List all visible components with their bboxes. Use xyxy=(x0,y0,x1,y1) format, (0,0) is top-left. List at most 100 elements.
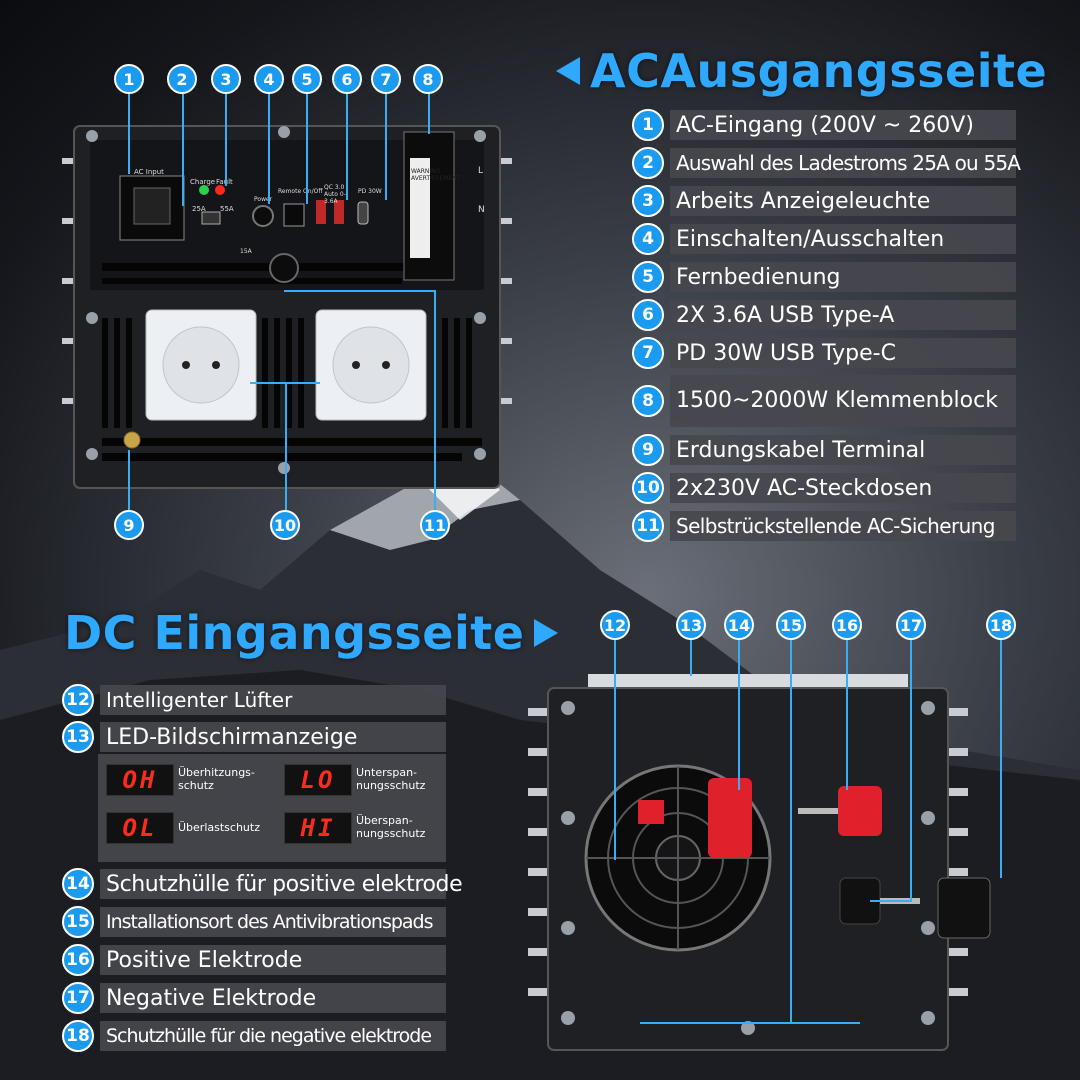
device-label-qc: QC 3.0 Auto 0-3.6A xyxy=(324,184,346,205)
item-number-badge: 7 xyxy=(632,337,664,369)
ac-item-3: 3 Arbeits Anzeigeleuchte xyxy=(632,185,1016,217)
device-label-charge: Charge xyxy=(190,178,216,186)
item-number-badge: 16 xyxy=(62,944,94,976)
callout-3: 3 xyxy=(211,64,241,94)
ac-item-6: 6 2X 3.6A USB Type-A xyxy=(632,299,1016,331)
callout-9: 9 xyxy=(114,510,144,540)
item-label: Schutzhülle für positive elektrode xyxy=(100,869,463,899)
item-label: 2X 3.6A USB Type-A xyxy=(670,300,1016,330)
item-number-badge: 18 xyxy=(62,1020,94,1052)
callout-18: 18 xyxy=(986,610,1016,640)
callout-7: 7 xyxy=(371,64,401,94)
item-label: Installationsort des Antivibrationspads xyxy=(100,907,446,937)
device-label-ac-input: AC Input xyxy=(134,168,164,176)
device-label-power: Power xyxy=(254,196,273,203)
led-display-lo: LO xyxy=(284,764,352,796)
callout-2: 2 xyxy=(167,64,197,94)
led-code-panel: OH Überhitzungs-schutz LO Unterspan-nung… xyxy=(98,754,446,862)
item-number-badge: 9 xyxy=(632,434,664,466)
callout-16: 16 xyxy=(832,610,862,640)
dc-item-12: 12 Intelligenter Lüfter xyxy=(62,684,446,716)
callout-10: 10 xyxy=(270,510,300,540)
item-label: AC-Eingang (200V ~ 260V) xyxy=(670,110,1016,140)
item-number-badge: 1 xyxy=(632,109,664,141)
callout-5: 5 xyxy=(292,64,322,94)
item-number-badge: 4 xyxy=(632,223,664,255)
ac-item-7: 7 PD 30W USB Type-C xyxy=(632,337,1016,369)
device-label-remote: Remote On/Off xyxy=(278,188,323,195)
item-number-badge: 17 xyxy=(62,982,94,1014)
ac-item-4: 4 Einschalten/Ausschalten xyxy=(632,223,1016,255)
item-number-badge: 3 xyxy=(632,185,664,217)
item-number-badge: 11 xyxy=(632,510,664,542)
item-label: LED-Bildschirmanzeige xyxy=(100,722,446,752)
item-label: Negative Elektrode xyxy=(100,983,446,1013)
item-label: Schutzhülle für die negative elektrode xyxy=(100,1021,446,1051)
device-label-warning: WARNING AVERTISSEMENT xyxy=(411,168,460,182)
device-label-55a: 55A xyxy=(220,205,234,213)
ac-item-8: 8 1500~2000W Klemmenblock xyxy=(632,375,1016,427)
dc-item-15: 15 Installationsort des Antivibrationspa… xyxy=(62,906,446,938)
dc-item-14: 14 Schutzhülle für positive elektrode xyxy=(62,868,463,900)
ac-item-11: 11 Selbstrückstellende AC-Sicherung xyxy=(632,510,1016,542)
ac-item-9: 9 Erdungskabel Terminal xyxy=(632,434,1016,466)
ac-heading-text: ACAusgangsseite xyxy=(590,44,1048,98)
item-label: Erdungskabel Terminal xyxy=(670,435,1016,465)
item-number-badge: 14 xyxy=(62,868,94,900)
item-number-badge: 10 xyxy=(632,472,664,504)
led-code-description: Überspan-nungsschutz xyxy=(356,814,426,840)
callout-13: 13 xyxy=(676,610,706,640)
ac-item-10: 10 2x230V AC-Steckdosen xyxy=(632,472,1016,504)
device-label-pd: PD 30W xyxy=(358,188,382,195)
led-display-oh: OH xyxy=(106,764,174,796)
dc-item-16: 16 Positive Elektrode xyxy=(62,944,446,976)
item-number-badge: 12 xyxy=(62,684,94,716)
callout-4: 4 xyxy=(254,64,284,94)
inverter-ac-side xyxy=(62,125,512,489)
callout-11: 11 xyxy=(420,510,450,540)
item-label: Positive Elektrode xyxy=(100,945,446,975)
device-label-l: L xyxy=(478,166,484,176)
led-display-hi: HI xyxy=(284,812,352,844)
callout-17: 17 xyxy=(896,610,926,640)
item-label: Intelligenter Lüfter xyxy=(100,685,446,715)
device-label-n: N xyxy=(478,205,485,215)
callout-8: 8 xyxy=(413,64,443,94)
device-label-fuse: 15A xyxy=(240,248,252,255)
led-code-description: Überlastschutz xyxy=(178,821,260,834)
callout-15: 15 xyxy=(776,610,806,640)
led-code-description: Unterspan-nungsschutz xyxy=(356,766,426,792)
item-number-badge: 6 xyxy=(632,299,664,331)
dc-item-13: 13 LED-Bildschirmanzeige xyxy=(62,721,446,753)
item-label: Fernbedienung xyxy=(670,262,1016,292)
item-label: 1500~2000W Klemmenblock xyxy=(670,375,1016,427)
led-code-description: Überhitzungs-schutz xyxy=(178,766,255,792)
item-label: Selbstrückstellende AC-Sicherung xyxy=(670,511,1016,541)
item-number-badge: 2 xyxy=(632,147,664,179)
callout-6: 6 xyxy=(332,64,362,94)
ac-item-1: 1 AC-Eingang (200V ~ 260V) xyxy=(632,109,1016,141)
arrow-left-icon xyxy=(556,57,580,85)
led-display-ol: OL xyxy=(106,812,174,844)
callout-14: 14 xyxy=(724,610,754,640)
item-label: PD 30W USB Type-C xyxy=(670,338,1016,368)
item-number-badge: 13 xyxy=(62,721,94,753)
device-label-25a: 25A xyxy=(192,205,206,213)
dc-item-17: 17 Negative Elektrode xyxy=(62,982,446,1014)
dc-item-18: 18 Schutzhülle für die negative elektrod… xyxy=(62,1020,446,1052)
ac-item-5: 5 Fernbedienung xyxy=(632,261,1016,293)
callout-1: 1 xyxy=(114,64,144,94)
item-label: Auswahl des Ladestroms 25A ou 55A xyxy=(670,148,1021,178)
item-number-badge: 5 xyxy=(632,261,664,293)
ac-section-heading: ACAusgangsseite xyxy=(556,44,1047,98)
item-number-badge: 8 xyxy=(632,385,664,417)
item-label: Einschalten/Ausschalten xyxy=(670,224,1016,254)
inverter-dc-side xyxy=(528,674,991,1051)
arrow-right-icon xyxy=(534,619,559,647)
item-label: Arbeits Anzeigeleuchte xyxy=(670,186,1016,216)
item-label: 2x230V AC-Steckdosen xyxy=(670,473,1016,503)
item-number-badge: 15 xyxy=(62,906,94,938)
callout-12: 12 xyxy=(600,610,630,640)
dc-section-heading: DC Eingangsseite xyxy=(64,606,559,660)
device-label-fault: Fault xyxy=(216,178,233,186)
